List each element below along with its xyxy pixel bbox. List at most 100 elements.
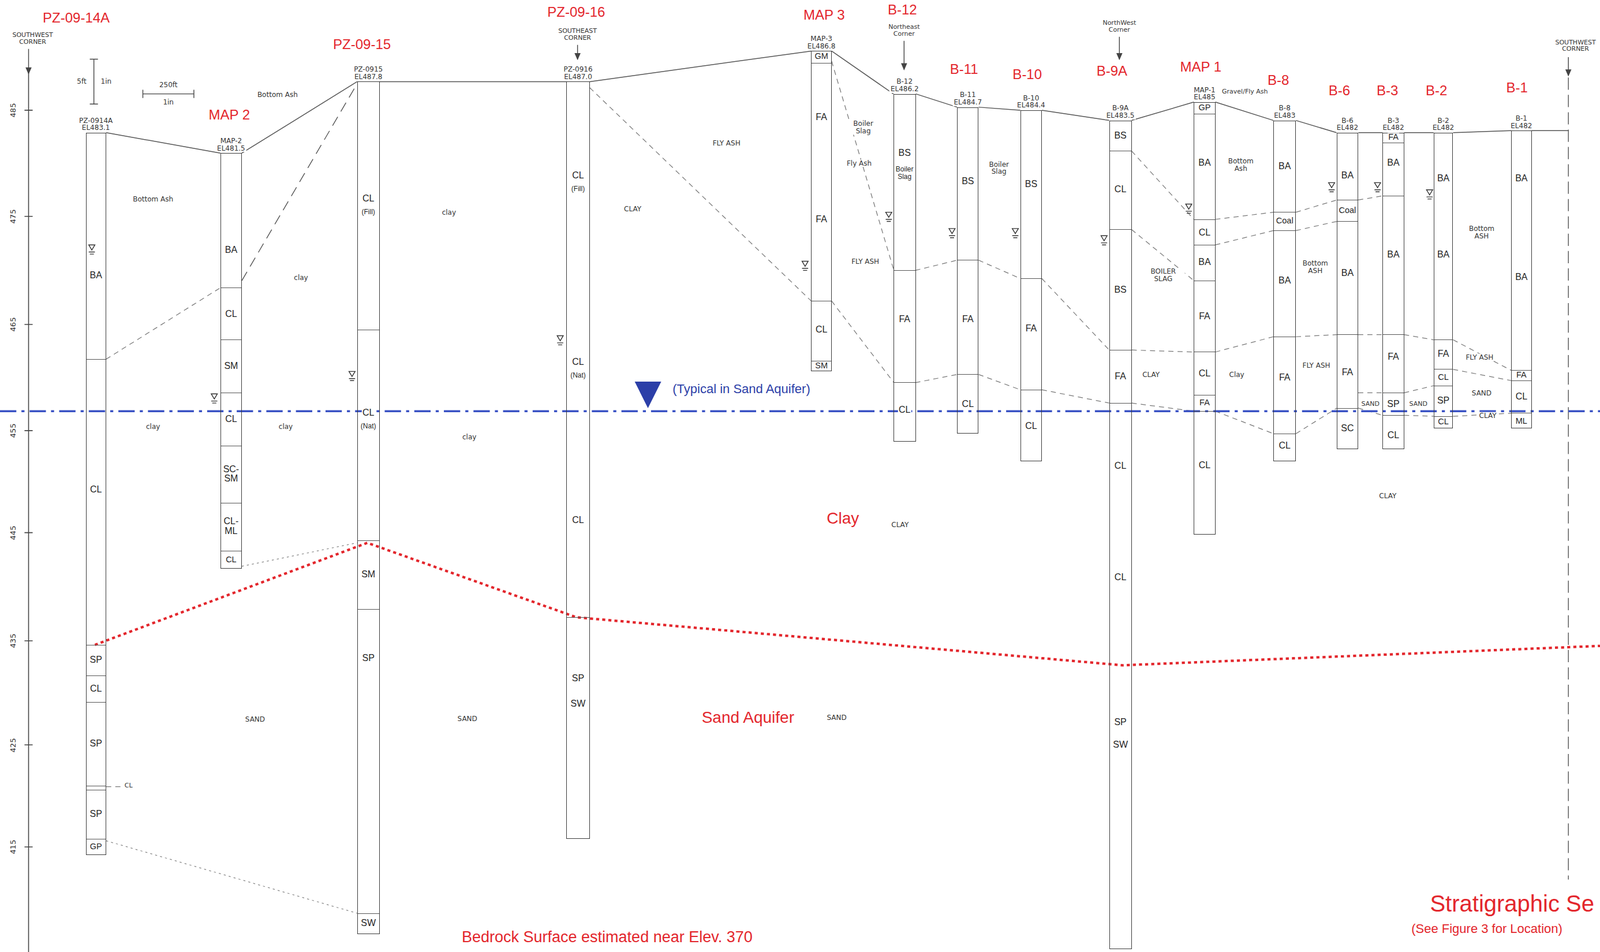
layer-boundary — [1194, 219, 1215, 220]
soil-layer-code: BA — [1386, 158, 1400, 168]
handwritten-note: CLAY — [890, 520, 910, 529]
soil-layer-code: SW — [360, 918, 377, 929]
soil-layer-code: FA — [1198, 398, 1211, 407]
handwritten-note: 250ft — [158, 80, 179, 89]
handwritten-note: SAND — [244, 715, 267, 724]
corner-note: SOUTHWEST CORNER — [5, 32, 59, 46]
layer-boundary — [221, 339, 242, 340]
handwritten-note: 5ft — [75, 77, 88, 86]
layer-boundary — [894, 270, 916, 271]
soil-layer-code: BA — [1386, 249, 1400, 260]
soil-layer-code: CL — [225, 555, 238, 564]
layer-boundary — [86, 675, 106, 676]
soil-layer-code: BA — [1197, 256, 1211, 267]
layer-boundary — [1194, 394, 1215, 396]
log-header: B-3EL482 — [1381, 117, 1405, 132]
soil-layer-code: SP — [89, 655, 103, 665]
handwritten-note: clay — [440, 208, 458, 216]
soil-layer-code: SM — [223, 361, 239, 372]
soil-layer-code: CL — [815, 324, 828, 335]
handwritten-note: clay — [292, 274, 309, 282]
soil-layer-code: CL — [1437, 372, 1450, 382]
ground-surface-line — [1041, 110, 1110, 121]
layer-boundary — [1511, 380, 1531, 381]
handwritten-note: clay — [461, 432, 478, 441]
soil-layer-code: BS — [1113, 130, 1127, 141]
boring-log-column: MAP 3MAP-3EL486.8GMFAFACLSM — [810, 50, 832, 372]
layer-boundary — [1194, 410, 1215, 412]
ground-surface-line — [1452, 130, 1512, 133]
boring-id: PZ-0916 — [562, 65, 594, 74]
boring-log-column: MAP 1MAP-1EL485GPBACLBAFACLFACL — [1193, 102, 1216, 536]
soil-layer-code: FA — [1198, 311, 1211, 321]
boring-id: B-8 — [1272, 104, 1297, 112]
boring-log-column: B-12B-12EL486.2BSBoiler SlagFACL — [893, 94, 917, 443]
layer-boundary — [1194, 280, 1215, 282]
correlation-line — [106, 61, 1512, 787]
handwritten-note: BOILER SLAG — [1141, 268, 1185, 283]
ground-surface-line — [1404, 132, 1434, 134]
layer-boundary — [357, 329, 380, 331]
soil-layer-code: BA — [224, 244, 238, 255]
water-table-symbol — [634, 381, 662, 409]
log-header: B-10EL484.4 — [1015, 94, 1047, 110]
layer-boundary — [1337, 221, 1359, 222]
handwritten-note: CLAY — [1478, 411, 1498, 420]
layer-boundary — [957, 259, 978, 261]
soil-layer-code: FA — [815, 111, 828, 122]
elevation-label: 465 — [9, 316, 18, 334]
layer-boundary — [1337, 334, 1359, 335]
boring-name: PZ-09-16 — [546, 4, 607, 20]
unit-label: Sand Aquifer — [700, 708, 796, 726]
log-header: PZ-0914AEL483.1 — [77, 117, 114, 132]
soil-layer-code: CL — [361, 193, 375, 204]
corner-note: SOUTHWEST CORNER — [1553, 39, 1598, 53]
elevation-axis — [24, 71, 33, 952]
ground-elevation: EL482 — [1431, 124, 1456, 132]
layer-boundary — [1511, 412, 1531, 414]
soil-layer-code: SP — [89, 809, 103, 820]
boring-name: MAP 2 — [207, 107, 252, 123]
soil-layer-code: SM — [360, 569, 376, 579]
soil-layer-code: CL — [361, 408, 375, 418]
soil-layer-code: GP — [89, 842, 103, 851]
soil-layer-code: SP — [1386, 398, 1400, 409]
layer-boundary — [221, 502, 242, 504]
layer-boundary — [1194, 244, 1215, 246]
boring-log-column: B-8B-8EL483BACoalBAFACL — [1273, 120, 1296, 462]
ground-elevation: EL485 — [1192, 93, 1217, 102]
soil-layer-code: SM — [814, 361, 829, 371]
boring-name: PZ-09-14A — [41, 10, 111, 26]
soil-layer-code: BA — [89, 270, 103, 280]
layer-boundary — [1337, 408, 1359, 409]
soil-layer-code: SW — [1112, 739, 1129, 750]
soil-layer-code: Coal — [1275, 217, 1295, 226]
layer-boundary — [1109, 229, 1132, 230]
layer-boundary — [1382, 334, 1404, 335]
soil-layer-code: FA — [898, 313, 911, 324]
handwritten-note: FLY ASH — [1464, 353, 1495, 361]
soil-layer-code: CL-ML — [221, 516, 241, 537]
handwritten-note: Bottom ASH — [1296, 260, 1334, 275]
layer-boundary — [811, 62, 831, 64]
soil-layer-code: BA — [1340, 268, 1355, 279]
log-header: B-6EL482 — [1335, 117, 1360, 132]
soil-layer-code: FA — [1025, 323, 1038, 334]
soil-layer-code: CL — [961, 398, 975, 409]
boring-name: B-3 — [1375, 83, 1400, 98]
figure-subtitle: (See Figure 3 for Location) — [1410, 921, 1564, 936]
boring-log-column: B-1B-1EL482BABAFACLML — [1511, 130, 1532, 429]
soil-layer-code: SP — [89, 738, 103, 749]
boring-name: B-2 — [1424, 83, 1449, 98]
log-header: B-1EL482 — [1509, 114, 1534, 130]
soil-layer-code: CL — [1113, 572, 1127, 583]
correlation-line — [106, 542, 358, 914]
soil-layer-code: CL — [1515, 391, 1528, 402]
ground-elevation: EL482 — [1381, 124, 1405, 132]
log-header: B-11EL484.7 — [952, 91, 984, 106]
soil-layer-code: BS — [1024, 179, 1038, 190]
layer-boundary — [357, 540, 380, 541]
section-end-line — [1567, 77, 1569, 880]
boring-name: B-6 — [1327, 83, 1352, 98]
soil-layer-code: CL — [224, 414, 238, 425]
